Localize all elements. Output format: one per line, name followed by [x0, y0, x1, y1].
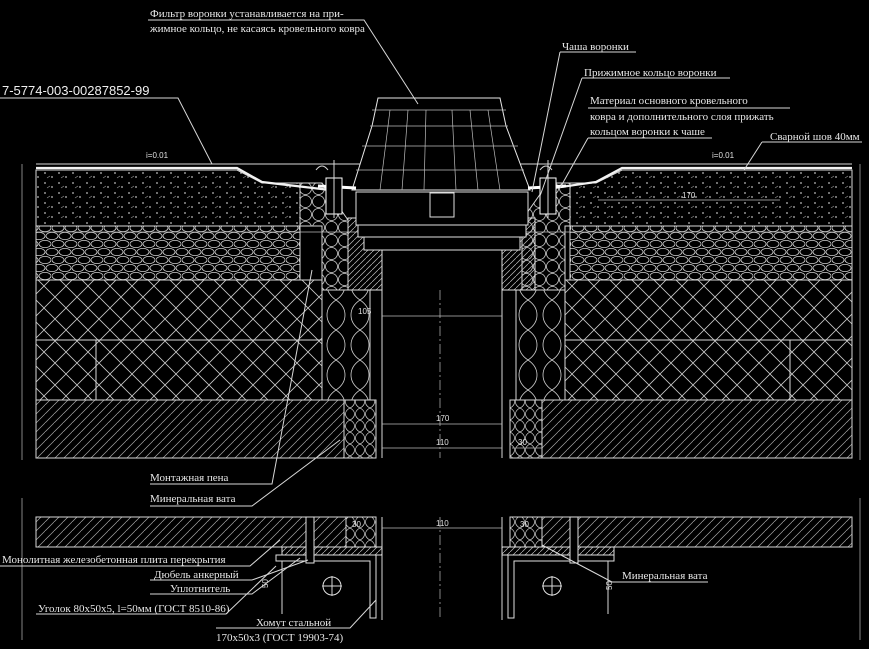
annotations: Фильтр воронки устанавливается на при- ж…	[2, 8, 860, 644]
label-material-3: кольцом воронки к чаше	[590, 126, 705, 138]
dim-30-slab: 30	[518, 438, 527, 447]
surface-layer-left	[35, 169, 301, 227]
concrete-slab-left	[35, 399, 345, 459]
mineral-wool-upper-right	[515, 289, 566, 401]
label-weld: Сварной шов 40мм	[770, 131, 860, 143]
label-mounting-foam: Монтажная пена	[150, 472, 229, 484]
dim-50-right: 50	[605, 581, 614, 590]
dimensions-upper: 105 170 110 30 170 i=0.01 i=0.01	[146, 151, 780, 449]
label-angle: Уголок 80х50х5, l=50мм (ГОСТ 8510-86)	[38, 603, 230, 615]
angle-bracket-right	[507, 554, 615, 619]
dim-170-layer: 170	[682, 191, 696, 200]
label-sealant: Уплотнитель	[170, 583, 230, 595]
dim-110-lower: 110	[436, 519, 449, 528]
insulation-course-left	[35, 339, 323, 401]
dim-30-lower-right: 30	[520, 520, 529, 529]
insulation-board-left	[35, 279, 323, 341]
label-clamp-2: 170х50х3 (ГОСТ 19903-74)	[216, 632, 344, 644]
mineral-wool-slab-right	[509, 399, 543, 459]
drain-pipe	[369, 285, 517, 458]
slope-left: i=0.01	[146, 151, 169, 160]
insulation-course-right	[564, 339, 853, 401]
label-material-2: ковра и дополнительного слоя прижать	[590, 111, 774, 123]
label-clamp-1: Хомут стальной	[256, 617, 331, 629]
mineral-wool-slab-left	[343, 399, 377, 459]
slab-lower-left	[35, 516, 347, 548]
label-mineral-wool-2: Минеральная вата	[622, 570, 708, 582]
slab-lower-right	[541, 516, 853, 548]
gravel-layer-right	[569, 225, 853, 281]
label-clamp-ring: Прижимное кольцо воронки	[584, 67, 717, 79]
clamp-ring	[315, 160, 567, 218]
roof-membrane	[36, 166, 852, 192]
dim-110-pipe: 110	[436, 438, 449, 447]
note-filter-line1: Фильтр воронки устанавливается на при-	[150, 8, 344, 20]
label-slab: Монолитная железобетонная плита перекрыт…	[2, 554, 226, 566]
gravel-layer-left	[35, 225, 301, 281]
angle-bracket-left	[275, 554, 377, 619]
slope-right: i=0.01	[712, 151, 735, 160]
drain-bowl	[347, 191, 536, 291]
dim-30-lower-left: 30	[352, 520, 361, 529]
label-bowl: Чаша воронки	[562, 41, 629, 53]
surface-layer-right	[569, 169, 853, 227]
dim-105: 105	[358, 307, 372, 316]
note-filter-line2: жимное кольцо, не касаясь кровельного ко…	[149, 23, 365, 35]
concrete-slab-right	[541, 399, 853, 459]
insulation-board-right	[564, 279, 853, 341]
label-anchor: Дюбель анкерный	[154, 569, 239, 581]
roof-layers	[35, 169, 853, 459]
drain-filter	[351, 97, 531, 191]
label-mineral-wool: Минеральная вата	[150, 493, 236, 505]
document-code: 7-5774-003-00287852-99	[2, 83, 149, 98]
dim-170-pipe: 170	[436, 414, 450, 423]
label-material-1: Материал основного кровельного	[590, 95, 748, 107]
leader-lines	[0, 19, 862, 629]
